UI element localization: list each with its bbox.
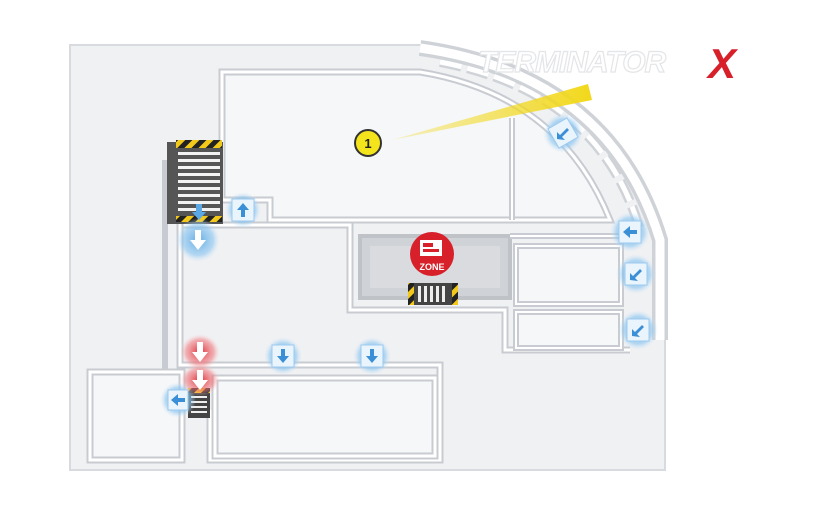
brand-logo-text: TERMINATOR [478, 46, 667, 79]
exit-arrow-icon[interactable] [353, 337, 391, 375]
numbered-marker-icon[interactable]: 1 [354, 129, 382, 157]
brand-logo: TERMINATOR X [477, 40, 740, 87]
exit-arrow-icon[interactable] [543, 113, 583, 153]
staircase-icon [167, 140, 223, 224]
spotlight-beam [392, 84, 592, 140]
exit-arrow-icon[interactable] [264, 337, 302, 375]
zone-logo-icon[interactable]: ZONE [410, 232, 454, 276]
red-exit-arrow-icon[interactable] [180, 364, 220, 396]
exit-arrow-icon[interactable] [192, 204, 206, 220]
rooms-south [86, 368, 439, 464]
staircase-icon [408, 283, 458, 305]
exit-arrow-icon[interactable] [610, 212, 650, 252]
exit-arrow-icon[interactable] [618, 310, 658, 350]
rooms-east [513, 243, 624, 351]
brand-logo-x: X [706, 40, 739, 87]
exit-arrow-icon[interactable] [225, 192, 261, 228]
marker-label: 1 [364, 136, 371, 151]
exit-arrow-icon[interactable] [176, 218, 220, 262]
zone-label: ZONE [419, 262, 444, 272]
exit-arrow-icon[interactable] [616, 254, 656, 294]
